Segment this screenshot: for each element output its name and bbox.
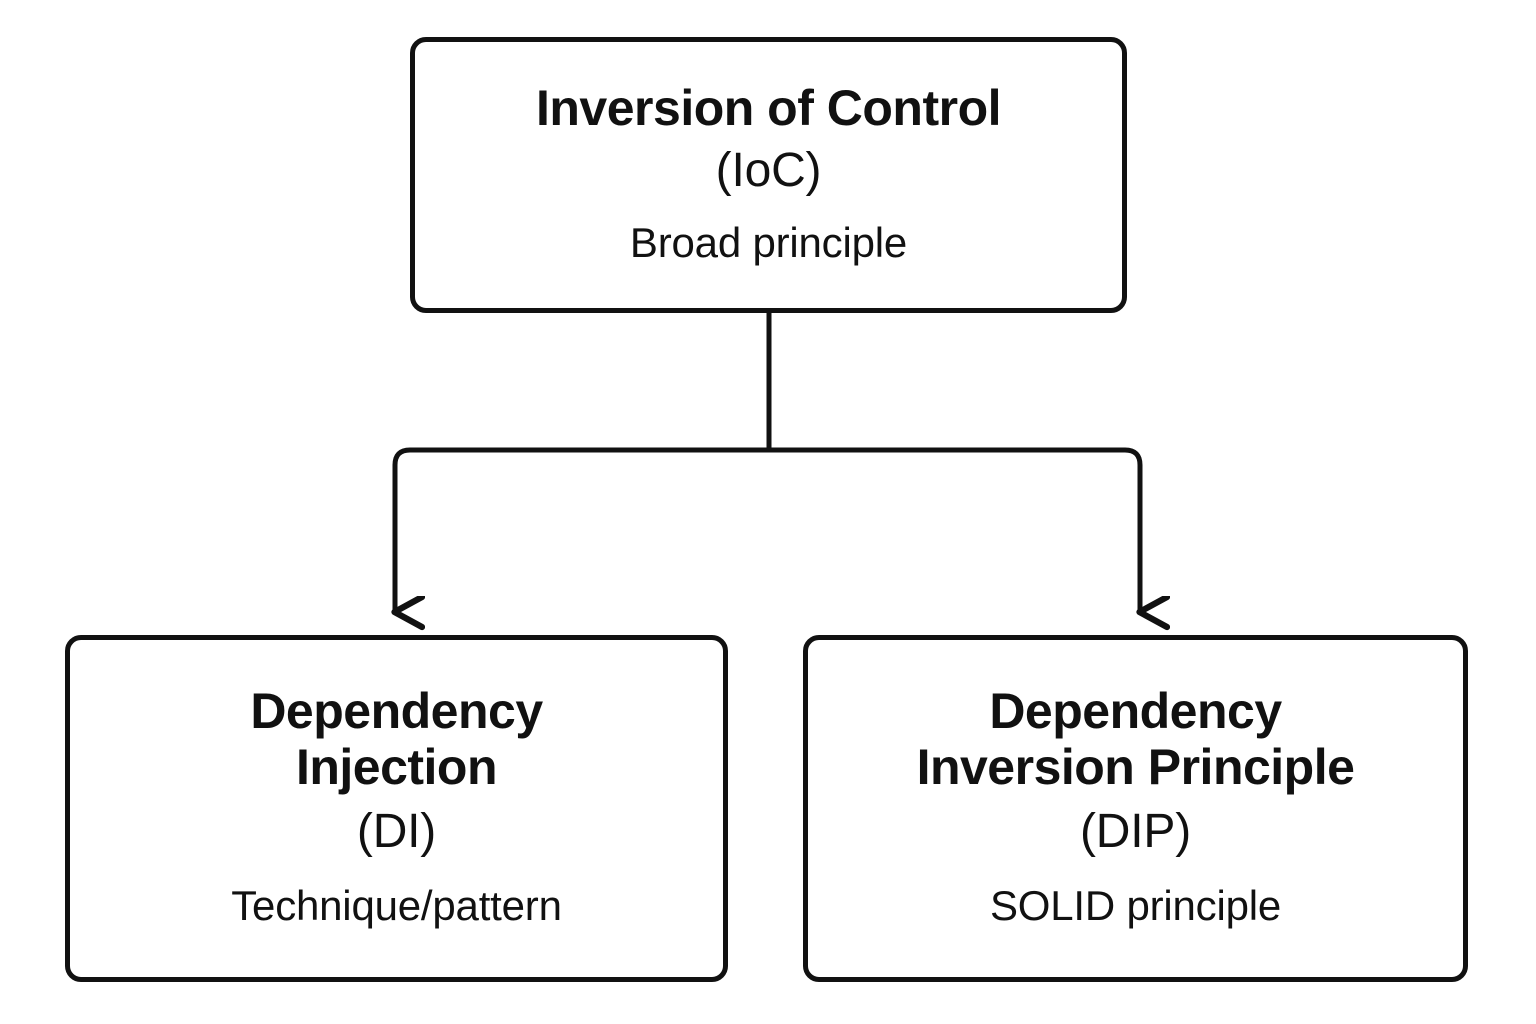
node-ioc-title: Inversion of Control [536,79,1002,136]
node-di-title: Dependency Injection [250,683,543,795]
node-dependency-inversion-principle[interactable]: Dependency Inversion Principle (DIP) SOL… [803,635,1468,982]
node-dip-abbreviation: (DIP) [1080,805,1191,858]
node-di-description: Technique/pattern [231,882,562,930]
node-di-abbreviation: (DI) [356,805,437,858]
node-inversion-of-control[interactable]: Inversion of Control (IoC) Broad princip… [410,37,1127,313]
node-ioc-abbreviation: (IoC) [715,143,822,197]
node-ioc-description: Broad principle [629,218,908,266]
edge-ioc-to-dip [769,447,1140,612]
node-dependency-injection[interactable]: Dependency Injection (DI) Technique/patt… [65,635,728,982]
node-dip-description: SOLID principle [989,882,1282,930]
node-dip-title: Dependency Inversion Principle [916,683,1355,795]
edge-ioc-to-di [395,447,769,612]
